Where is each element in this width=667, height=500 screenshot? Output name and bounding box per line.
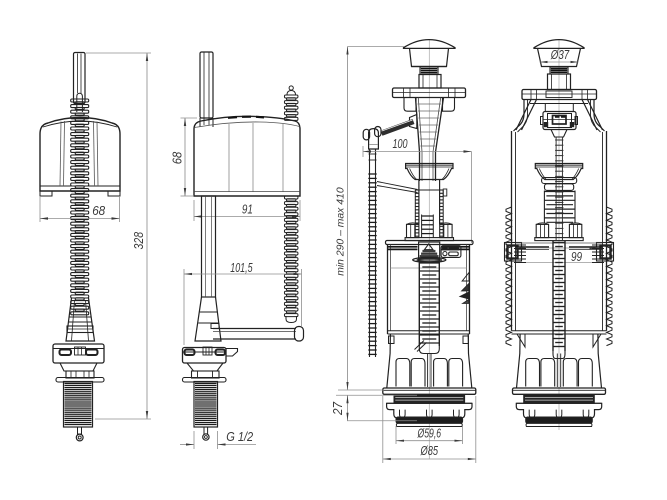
svg-text:Ø59,6: Ø59,6 [417,426,442,441]
svg-text:101,5: 101,5 [230,261,252,275]
svg-text:min 290 – max 410: min 290 – max 410 [335,187,347,276]
svg-text:G 1/2: G 1/2 [226,430,253,444]
svg-text:91: 91 [242,203,253,217]
svg-text:Ø37: Ø37 [550,48,570,62]
svg-text:Ø85: Ø85 [420,443,439,458]
svg-text:328: 328 [132,232,146,250]
svg-text:100: 100 [393,137,408,151]
svg-text:68: 68 [92,204,105,218]
svg-text:27: 27 [331,401,345,416]
svg-text:99: 99 [571,250,582,264]
svg-text:68: 68 [171,152,185,165]
